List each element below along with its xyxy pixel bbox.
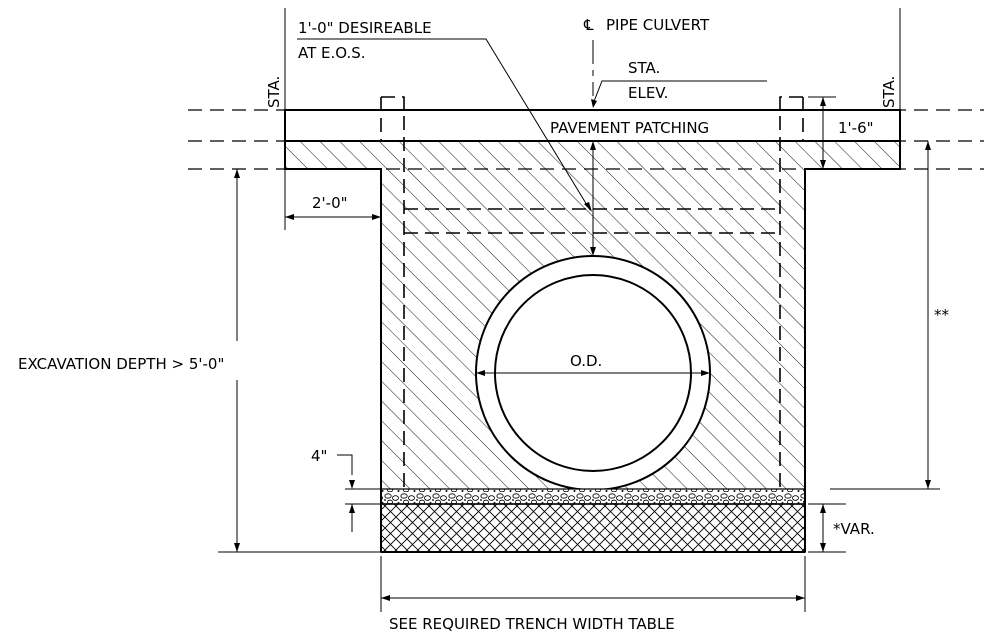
dashed-grade-lines	[188, 109, 984, 170]
gravel-bedding	[381, 489, 805, 504]
desireable-leader	[297, 38, 592, 212]
dim-4in	[337, 454, 381, 532]
trench-box-dashed	[380, 96, 804, 489]
label-pavement-patching: PAVEMENT PATCHING	[550, 119, 709, 137]
centerline-symbol: ℄	[583, 16, 594, 34]
label-dim-4in: 4"	[311, 447, 327, 465]
cover-dimension	[590, 141, 596, 256]
dim-excavation	[218, 169, 381, 553]
dim-2-0	[285, 214, 381, 220]
foundation-fill	[380, 503, 806, 553]
dim-var	[808, 503, 846, 553]
label-excavation-depth: EXCAVATION DEPTH > 5'-0"	[18, 355, 224, 373]
label-desireable-line2: AT E.O.S.	[298, 44, 366, 62]
label-dim-2-0: 2'-0"	[312, 194, 348, 212]
dim-od	[476, 370, 710, 376]
sta-extension-lines	[284, 8, 901, 230]
label-var: *VAR.	[833, 520, 875, 538]
label-trench-width: SEE REQUIRED TRENCH WIDTH TABLE	[389, 615, 675, 633]
label-sta-top: STA.	[628, 59, 660, 77]
label-elev-top: ELEV.	[628, 84, 668, 102]
sta-elev-leader	[591, 80, 767, 108]
label-od: O.D.	[570, 352, 602, 370]
dim-double-star	[830, 141, 940, 490]
label-dim-1-6: 1'-6"	[838, 119, 874, 137]
label-double-star: **	[934, 306, 950, 324]
label-sta-right: STA.	[880, 76, 898, 108]
label-desireable-line1: 1'-0" DESIREABLE	[298, 19, 432, 37]
label-sta-left: STA.	[265, 76, 283, 108]
label-pipe-culvert: PIPE CULVERT	[606, 16, 710, 34]
dim-trench-width	[380, 556, 806, 612]
dim-1-6	[808, 96, 836, 169]
